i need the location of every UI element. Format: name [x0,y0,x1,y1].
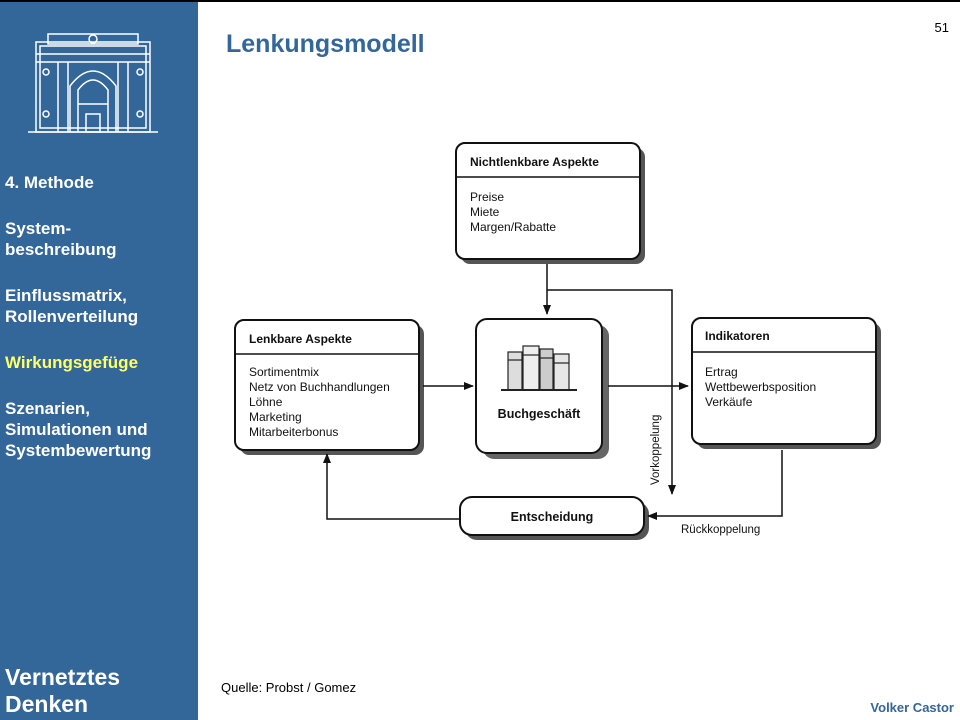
nav-label: System- [5,219,72,238]
nav-item-systembeschreibung[interactable]: System- beschreibung [5,218,195,260]
steering-model-diagram: Nichtlenkbare Aspekte Preise Miete Marge… [234,142,881,540]
box-nichtlenkbare-aspekte: Nichtlenkbare Aspekte Preise Miete Marge… [455,142,645,264]
nav-label: Szenarien, [5,399,91,418]
box-item: Verkäufe [705,395,753,409]
box-item: Sortimentmix [249,365,319,379]
box-item: Ertrag [705,365,738,379]
nav-item-szenarien[interactable]: Szenarien, Simulationen und Systembewert… [5,398,195,461]
author-name: Volker Castor [870,700,954,715]
top-border [198,0,960,2]
arrow-vorkoppelung [547,289,676,495]
brand-line: Vernetztes [5,664,121,690]
box-item: Preise [470,190,504,204]
box-item: Netz von Buchhandlungen [249,380,390,394]
section-nav: 4. Methode System- beschreibung Einfluss… [5,172,195,486]
box-item: Margen/Rabatte [470,220,556,234]
nav-label: 4. Methode [5,173,94,192]
box-item: Miete [470,205,500,219]
arrow-entscheidung-to-lenkbar [323,453,460,520]
nav-label: Wirkungsgefüge [5,353,139,372]
box-item: Wettbewerbsposition [705,380,816,394]
nav-label: Systembewertung [5,441,152,460]
books-icon [501,345,577,391]
nav-item-wirkungsgefuege[interactable]: Wirkungsgefüge [5,352,195,373]
nav-label: Simulationen und [5,420,148,439]
box-title: Indikatoren [705,329,770,343]
brand-line: Denken [5,691,89,717]
vorkoppelung-label: Vorkoppelung [650,415,662,485]
box-indikatoren: Indikatoren Ertrag Wettbewerbsposition V… [691,317,881,449]
nav-label: Einflussmatrix, [5,286,127,305]
box-title: Entscheidung [511,510,594,524]
brand-title: Vernetztes Denken [5,664,120,718]
box-entscheidung: Entscheidung [459,496,649,540]
nav-label: Rollenverteilung [5,307,139,326]
page-number: 51 [934,20,949,35]
sidebar: 4. Methode System- beschreibung Einfluss… [0,0,198,720]
arrow-rueckkoppelung [647,450,783,520]
box-title: Buchgeschäft [498,407,581,421]
box-item: Mitarbeiterbonus [249,425,338,439]
nav-label: beschreibung [5,240,117,259]
building-logo-icon [28,33,158,133]
box-title: Lenkbare Aspekte [249,332,352,346]
box-lenkbare-aspekte: Lenkbare Aspekte Sortimentmix Netz von B… [234,319,424,455]
box-item: Löhne [249,395,283,409]
box-buchgeschaeft: Buchgeschäft [475,318,609,459]
nav-item-methode[interactable]: 4. Methode [5,172,195,193]
page-title: Lenkungsmodell [226,30,425,58]
nav-item-einflussmatrix[interactable]: Einflussmatrix, Rollenverteilung [5,285,195,327]
box-item: Marketing [249,410,302,424]
box-title: Nichtlenkbare Aspekte [470,155,599,169]
source-credit: Quelle: Probst / Gomez [221,680,357,695]
rueckkoppelung-label: Rückkoppelung [681,524,760,536]
